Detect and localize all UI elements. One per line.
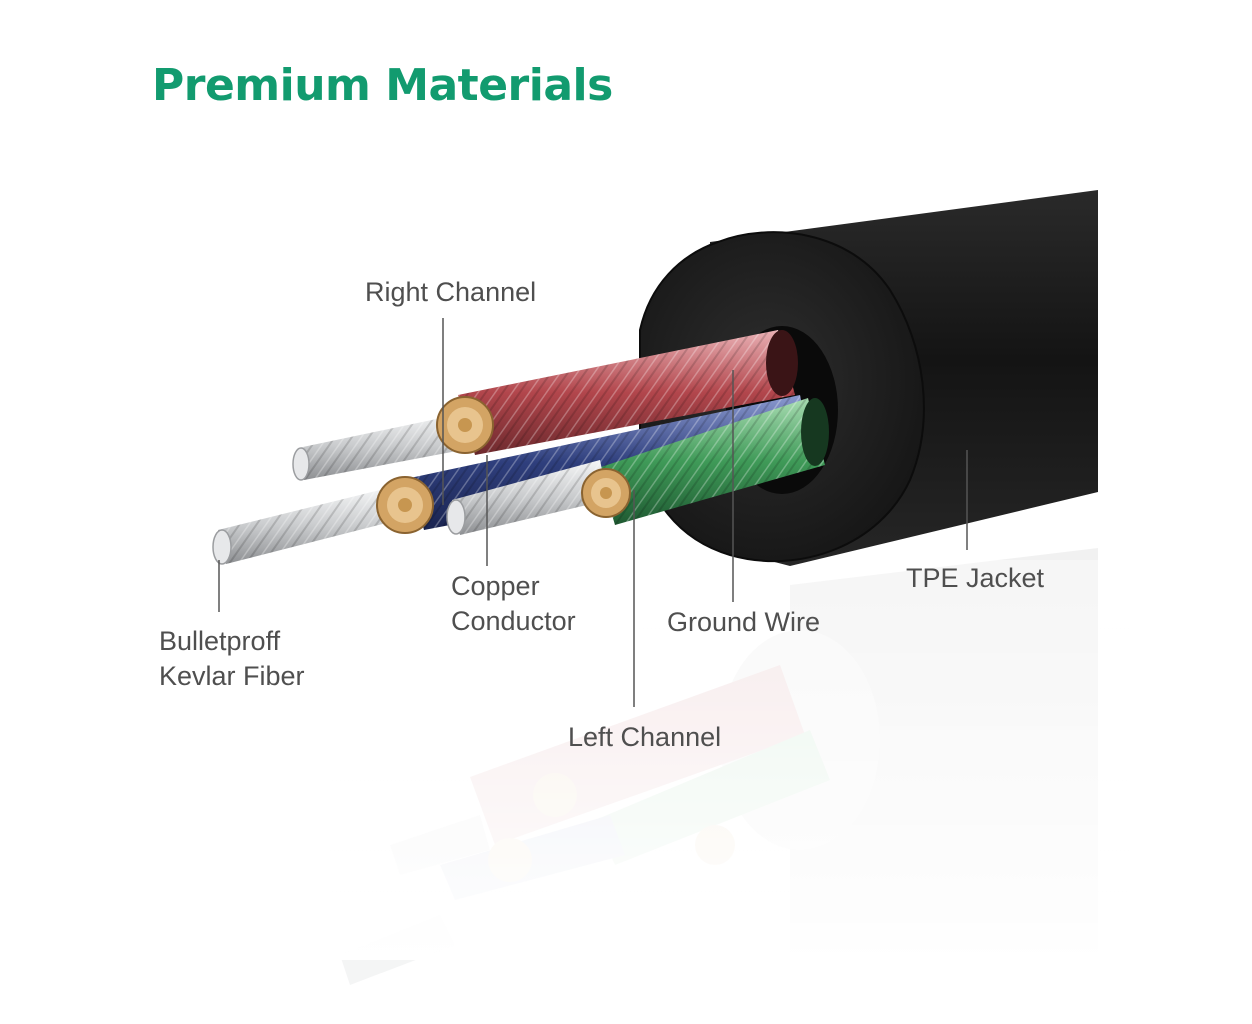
kevlar-fiber-label: Bulletproff Kevlar Fiber (159, 624, 305, 694)
copper-conductor-label-line1: Copper (451, 571, 540, 601)
kevlar-fiber-strands (212, 412, 608, 565)
red-right-channel-wire (458, 330, 798, 455)
kevlar-fiber-label-line1: Bulletproff (159, 626, 281, 656)
callout-lines (218, 318, 968, 707)
left-channel-label: Left Channel (568, 722, 722, 752)
copper-conductor-label: Copper Conductor (451, 569, 576, 639)
ground-wire-label: Ground Wire (667, 607, 821, 637)
page-title: Premium Materials (152, 60, 613, 111)
copper-conductor-ends (376, 396, 631, 534)
copper-conductor-label-line2: Conductor (451, 606, 576, 636)
kevlar-fiber-label-line2: Kevlar Fiber (159, 661, 305, 691)
green-left-channel-wire (598, 398, 829, 525)
right-channel-label: Right Channel (365, 277, 537, 307)
tpe-jacket-label: TPE Jacket (906, 563, 1045, 593)
cable-reflection (330, 548, 1130, 985)
